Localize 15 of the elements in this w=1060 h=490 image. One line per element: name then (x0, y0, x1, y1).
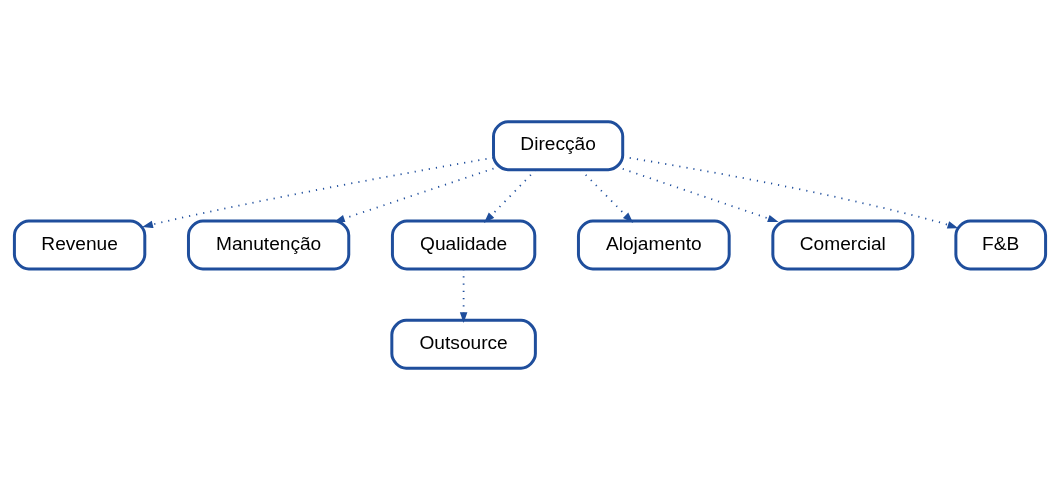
node-box: Alojamento (576, 219, 731, 271)
node-box: Outsource (390, 318, 537, 370)
node-box: F&B (954, 219, 1048, 271)
node-box: Qualidade (390, 219, 537, 271)
arrow (621, 155, 959, 229)
node-box: Direcção (492, 120, 625, 172)
node-box: Revenue (12, 219, 147, 271)
node-box: Comercial (771, 219, 915, 271)
node-box: Manutenção (186, 219, 351, 271)
arrow (621, 168, 779, 223)
arrow (459, 268, 468, 323)
arrow (579, 168, 634, 223)
arrow (142, 156, 495, 229)
arrow (483, 168, 537, 223)
arrow (333, 167, 495, 223)
